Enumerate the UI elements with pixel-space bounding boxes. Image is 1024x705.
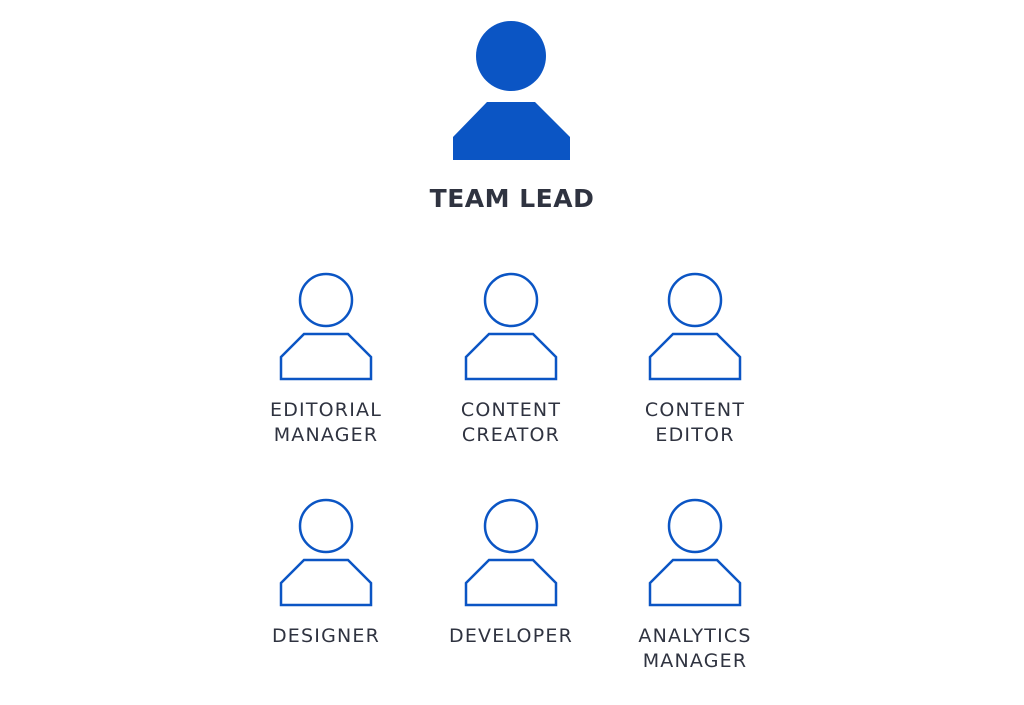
person-outline-icon [648,272,742,381]
person-outline-icon [464,272,558,381]
team-lead-person-icon [453,21,570,160]
team-lead-body [453,102,570,160]
member-label-line: ANALYTICS [638,625,752,647]
member-label-editorial-manager: EDITORIAL MANAGER [231,398,421,448]
member-label-line: MANAGER [273,424,379,446]
member-label-line: DESIGNER [271,625,381,647]
member-label-line: MANAGER [642,650,748,672]
member-label-content-editor: CONTENT EDITOR [600,398,790,448]
team-lead-label: TEAM LEAD [429,184,595,213]
member-label-line: CONTENT [644,399,746,421]
team-lead-head [476,21,546,91]
person-outline-icon [464,498,558,607]
member-label-line: EDITOR [655,424,735,446]
member-label-designer: DESIGNER [231,624,421,649]
member-label-line: CONTENT [460,399,562,421]
person-outline-icon [648,498,742,607]
person-outline-icon [279,498,373,607]
member-label-analytics-manager: ANALYTICS MANAGER [600,624,790,674]
person-outline-icon [279,272,373,381]
member-label-line: DEVELOPER [449,625,573,647]
member-label-content-creator: CONTENT CREATOR [416,398,606,448]
member-label-line: CREATOR [461,424,561,446]
member-label-developer: DEVELOPER [416,624,606,649]
member-label-line: EDITORIAL [270,399,382,421]
